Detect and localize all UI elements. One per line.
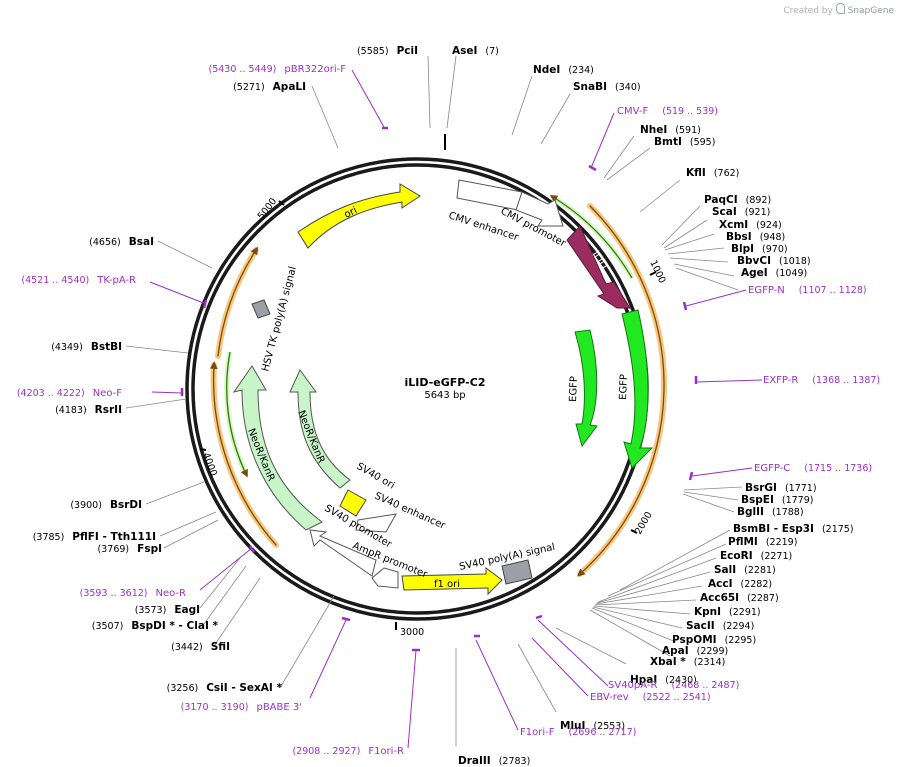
label-hsv-tk-polya: HSV TK poly(A) signal <box>260 265 299 372</box>
enzyme-label: NdeI(234) <box>533 64 594 76</box>
enzyme-label: (3442)SfiI <box>171 641 230 653</box>
feature-ampr-promoter-arrow <box>371 567 399 589</box>
enzyme-label: NheI(591) <box>640 124 701 136</box>
orf-arcs <box>209 203 667 577</box>
label-ori: ori <box>343 205 359 220</box>
label-egfp-outer: EGFP <box>618 374 630 400</box>
label-egfp-inner: EGFP <box>568 376 580 402</box>
primer-label: SV40pA-R(2468 .. 2487) <box>608 680 739 691</box>
enzyme-label: (4183)RsrII <box>55 404 122 416</box>
enzyme-label: (4656)BsaI <box>89 236 154 248</box>
primer-label: (3170 .. 3190)pBABE 3' <box>181 702 302 713</box>
enzyme-label: ScaI(921) <box>712 206 770 218</box>
enzyme-label: MluI(2553) <box>560 720 625 732</box>
primer-label: (4203 .. 4222)Neo-F <box>17 388 122 399</box>
enzyme-label: (3785)PflFI - Tth111I <box>33 531 156 543</box>
feature-ilid-arrow <box>566 225 631 309</box>
enzyme-label: BlpI(970) <box>731 243 788 255</box>
enzyme-label: BglII(1788) <box>737 506 804 518</box>
label-sv40-ori: SV40 ori <box>355 461 397 492</box>
enzyme-label: BsmBI - Esp3I(2175) <box>733 523 854 535</box>
enzyme-label: (3507)BspDI * - ClaI * <box>92 620 219 632</box>
enzyme-label: XbaI *(2314) <box>650 656 725 668</box>
enzyme-label: BmtI(595) <box>654 136 715 148</box>
enzymes-right: AseI(7) NdeI(234) SnaBI(340) NheI(591) B… <box>452 45 854 767</box>
feature-hsv-tk-polya-box <box>251 299 271 319</box>
leader-lines <box>125 55 743 746</box>
enzyme-label: KpnI(2291) <box>694 606 761 618</box>
plasmid-name: iLID-eGFP-C2 <box>405 376 486 389</box>
enzyme-label: BspEI(1779) <box>741 494 813 506</box>
enzyme-label: BbvCI(1018) <box>737 255 811 267</box>
feature-cmv-promoter-arrow <box>515 191 564 227</box>
enzyme-label: (3900)BsrDI <box>70 499 142 511</box>
enzymes-left: (5585)PciI (5271)ApaLI (4656)BsaI (4349)… <box>33 45 418 694</box>
feature-ori-arrow <box>297 183 421 249</box>
tick-3000: 3000 <box>400 627 424 638</box>
enzyme-label: (5271)ApaLI <box>233 81 306 93</box>
feature-neokanr-outer-arrow <box>232 365 323 531</box>
primer-label: (5430 .. 5449)pBR322ori-F <box>209 64 347 75</box>
enzyme-label: SacII(2294) <box>686 620 754 632</box>
enzyme-label: DraIII(2783) <box>458 755 530 767</box>
tick-1000: 1000 <box>647 259 667 286</box>
enzyme-label: (3256)CsiI - SexAI * <box>167 682 283 694</box>
enzyme-label: (4349)BstBI <box>51 341 122 353</box>
enzyme-label: AccI(2282) <box>708 578 772 590</box>
enzyme-label: ApaI(2299) <box>662 645 728 657</box>
enzyme-label: PspOMI(2295) <box>672 634 756 646</box>
primer-label: EXFP-R(1368 .. 1387) <box>763 375 880 386</box>
enzyme-label: XcmI(924) <box>719 219 782 231</box>
plasmid-length: 5643 bp <box>424 390 465 401</box>
enzyme-label: BsrGI(1771) <box>745 482 817 494</box>
feature-sv40-ori-box <box>339 489 367 517</box>
feature-f1-ori-arrow <box>401 567 503 596</box>
enzyme-label: EcoRI(2271) <box>720 550 792 562</box>
feature-egfp-inner-arrow <box>574 329 598 448</box>
enzyme-label: KflI(762) <box>686 167 739 179</box>
green-orf-arrows <box>224 194 635 478</box>
feature-sv40-enhancer-box <box>355 513 397 533</box>
enzyme-label: Acc65I(2287) <box>700 592 779 604</box>
tick-2000: 2000 <box>633 510 655 536</box>
enzyme-label: AgeI(1049) <box>741 267 807 279</box>
enzyme-label: HpaI(2430) <box>630 674 697 686</box>
primer-label: F1ori-F(2696 .. 2717) <box>520 727 636 738</box>
primer-labels: (5430 .. 5449)pBR322ori-F CMV-F(519 .. 5… <box>17 64 880 757</box>
enzyme-label: PflMI(2219) <box>728 536 797 548</box>
snapgene-logo-icon <box>835 3 845 14</box>
enzyme-label: (5585)PciI <box>357 45 418 57</box>
primer-label: (4521 .. 4540)TK-pA-R <box>21 275 136 286</box>
label-f1-ori: f1 ori <box>434 579 460 590</box>
enzyme-label: SalI(2281) <box>714 564 776 576</box>
primer-label: EBV-rev(2522 .. 2541) <box>590 692 711 703</box>
primer-label: (2908 .. 2927)F1ori-R <box>292 746 404 757</box>
feature-neokanr-inner-arrow <box>289 369 351 489</box>
enzyme-label: (3573)EagI <box>135 604 200 616</box>
feature-sv40-polya-box <box>501 559 533 585</box>
enzyme-label: PaqCI(892) <box>704 194 771 206</box>
credit-brand: SnapGene <box>847 6 894 16</box>
feature-egfp-outer-arrow <box>621 309 654 469</box>
snapgene-credit: Created by SnapGene <box>783 3 894 16</box>
enzyme-label: BbsI(948) <box>726 231 785 243</box>
primer-marks <box>149 69 763 749</box>
primer-label: EGFP-C(1715 .. 1736) <box>754 463 872 474</box>
primer-label: CMV-F(519 .. 539) <box>617 106 718 117</box>
feature-sv40-promoter-arrow <box>309 529 377 577</box>
credit-prefix: Created by <box>783 6 833 16</box>
enzyme-label: AseI(7) <box>452 45 499 57</box>
primer-label: EGFP-N(1107 .. 1128) <box>748 285 867 296</box>
primer-label: (3593 .. 3612)Neo-R <box>80 588 186 599</box>
enzyme-label: SnaBI(340) <box>573 81 641 93</box>
enzyme-label: (3769)FspI <box>98 543 162 555</box>
